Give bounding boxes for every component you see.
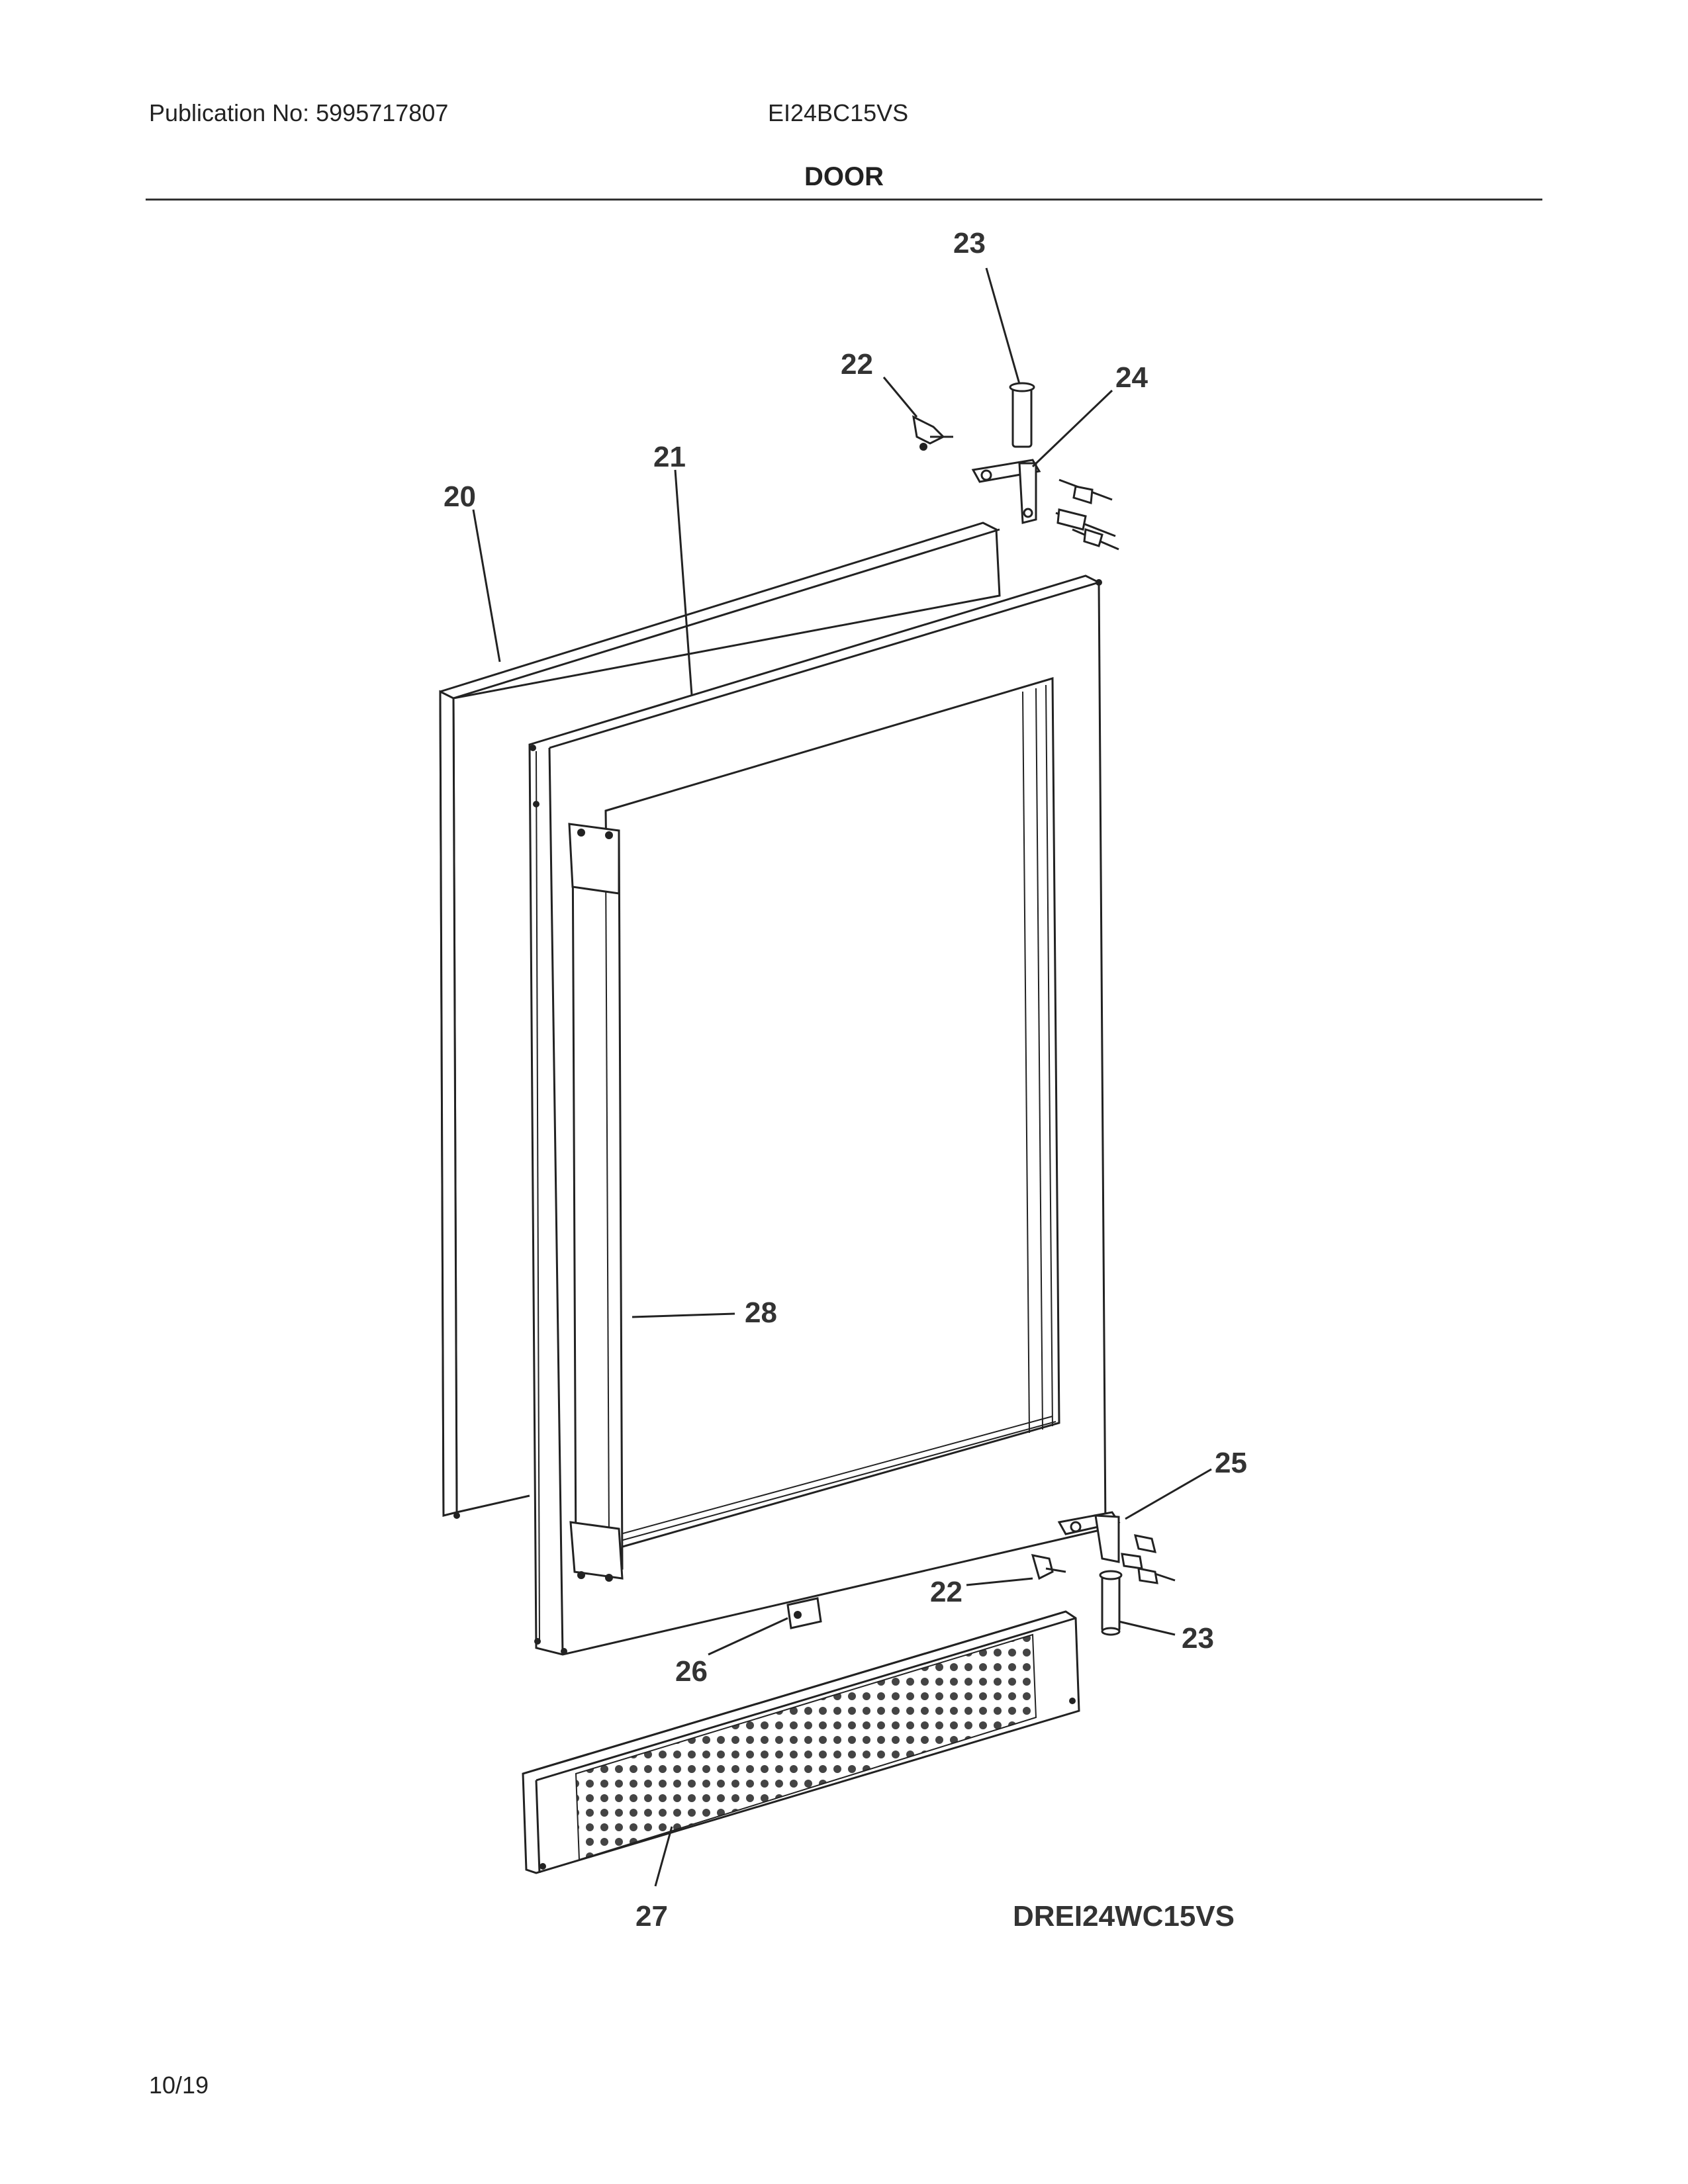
leader-lines [472, 267, 1212, 1887]
page-date: 10/19 [149, 2071, 209, 2099]
callout-28: 28 [745, 1297, 777, 1329]
kick-plate-grille [522, 1610, 1080, 1874]
callout-20: 20 [444, 480, 476, 513]
header-divider [146, 199, 1542, 201]
model-number: EI24BC15VS [768, 99, 909, 126]
callout-25: 25 [1215, 1447, 1247, 1479]
callout-26: 26 [675, 1655, 708, 1688]
callout-24: 24 [1115, 361, 1148, 394]
bottom-hinge-bracket [1057, 1511, 1176, 1584]
callout-27: 27 [635, 1900, 668, 1933]
callout-22-bottom: 22 [930, 1576, 962, 1608]
top-hinge-pin [1009, 382, 1035, 448]
door-latch [786, 1597, 822, 1629]
bottom-hinge-pin [1099, 1570, 1123, 1636]
diagram-code: DREI24WC15VS [1013, 1900, 1235, 1933]
door-handle [568, 823, 624, 1582]
publication-number: Publication No: 5995717807 [149, 99, 449, 126]
callout-21: 21 [653, 441, 686, 473]
callout-23-top: 23 [953, 227, 986, 259]
top-hinge-bracket [971, 459, 1119, 551]
bottom-door-stop [1031, 1554, 1066, 1580]
section-title: DOOR [804, 162, 884, 191]
callout-22-top: 22 [841, 348, 873, 381]
door-frame [453, 574, 1107, 1656]
top-door-stop [912, 415, 953, 451]
callout-23-bottom: 23 [1182, 1622, 1214, 1655]
